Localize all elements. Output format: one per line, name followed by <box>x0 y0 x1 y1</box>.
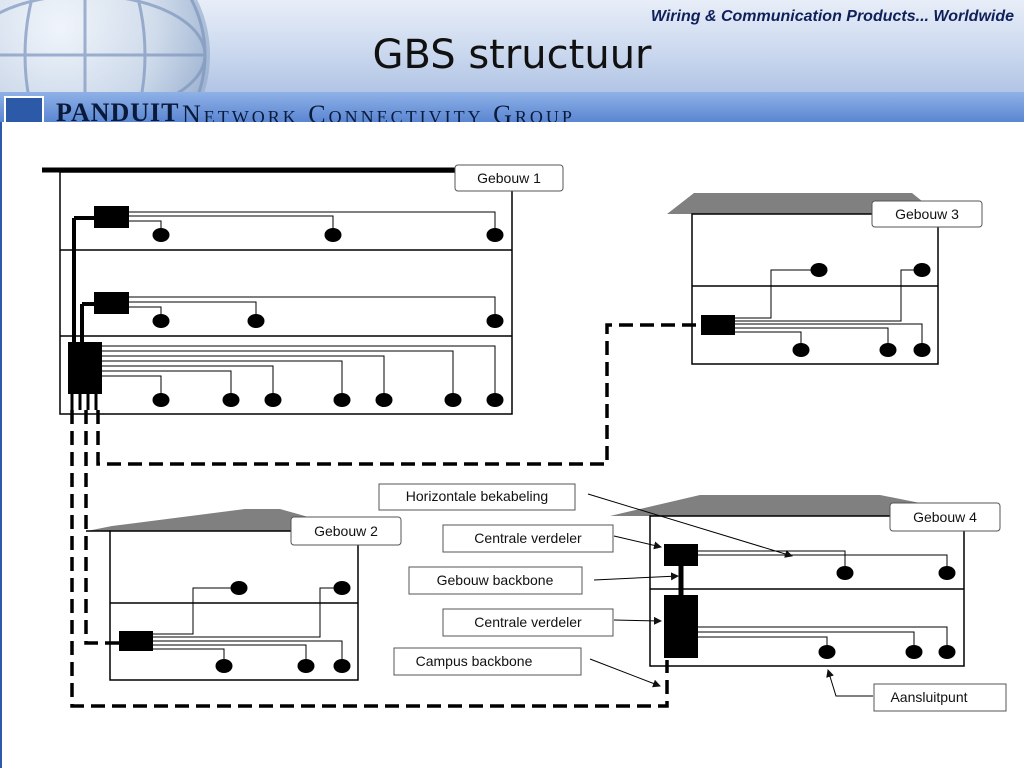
svg-text:Aansluitpunt: Aansluitpunt <box>890 689 967 705</box>
svg-text:Campus backbone: Campus backbone <box>416 653 533 669</box>
tagline: Wiring & Communication Products... World… <box>650 8 1014 25</box>
svg-text:Centrale verdeler: Centrale verdeler <box>474 530 582 546</box>
svg-text:Gebouw 1: Gebouw 1 <box>477 170 541 186</box>
label-campus-backbone: Campus backbone <box>393 647 661 688</box>
label-gebouw-1: Gebouw 1 <box>454 164 564 192</box>
brand-bar: PANDUIT Network Connectivity Group <box>0 92 1024 122</box>
svg-text:Gebouw backbone: Gebouw backbone <box>437 572 554 588</box>
label-horizontale-bekabeling: Horizontale bekabeling <box>378 483 793 558</box>
building-3 <box>667 193 939 365</box>
brand-group: Network Connectivity Group <box>182 100 575 122</box>
panduit-logo-icon <box>4 96 44 122</box>
campus-backbone-lines <box>70 323 701 708</box>
brand-name: PANDUIT <box>56 98 180 122</box>
central-distributor <box>664 544 698 566</box>
floor-distributor <box>94 206 129 228</box>
floor-distributor <box>94 292 129 314</box>
central-distributor <box>664 595 698 658</box>
left-rule <box>0 122 2 768</box>
building-1 <box>42 167 513 415</box>
svg-text:Gebouw 2: Gebouw 2 <box>314 523 378 539</box>
central-distributor <box>119 631 153 651</box>
header-banner: Wiring & Communication Products... World… <box>0 0 1024 122</box>
label-gebouw-3: Gebouw 3 <box>871 200 983 228</box>
label-gebouw-2: Gebouw 2 <box>290 516 402 546</box>
building-2 <box>87 509 359 681</box>
svg-text:Horizontale bekabeling: Horizontale bekabeling <box>406 488 548 504</box>
central-distributor <box>701 315 735 335</box>
page-title: GBS structuur <box>372 32 652 78</box>
label-centrale-verdeler-2: Centrale verdeler <box>442 608 662 637</box>
svg-text:Gebouw 3: Gebouw 3 <box>895 206 959 222</box>
label-gebouw-4: Gebouw 4 <box>889 502 1001 532</box>
svg-text:Centrale verdeler: Centrale verdeler <box>474 614 582 630</box>
label-aansluitpunt: Aansluitpunt <box>826 669 1007 712</box>
svg-text:Gebouw 4: Gebouw 4 <box>913 509 977 525</box>
label-gebouw-backbone: Gebouw backbone <box>408 566 679 595</box>
label-centrale-verdeler-1: Centrale verdeler <box>442 524 662 553</box>
central-distributor <box>68 342 102 394</box>
